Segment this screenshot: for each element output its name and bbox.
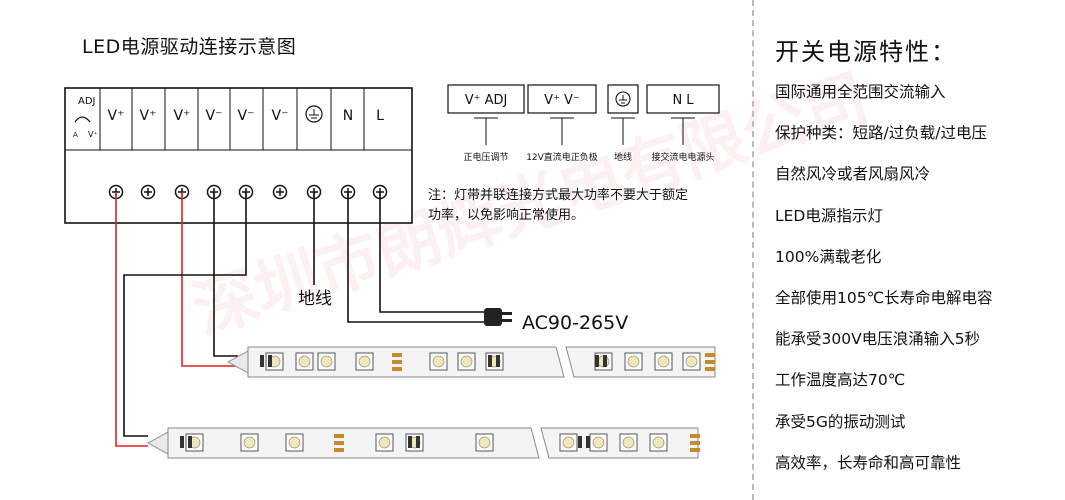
wire-neutral: [347, 192, 484, 323]
legend-box-label: V⁺ ADJ: [465, 93, 508, 108]
terminal-screw-icon: [140, 184, 156, 200]
solder-pad: [690, 448, 700, 452]
ac-voltage-label: AC90-265V: [522, 312, 628, 334]
terminal-label: L: [376, 108, 384, 124]
wire-positive-strip2: [115, 192, 148, 447]
terminal-screw-icon: [272, 184, 288, 200]
led-chip-icon: [285, 433, 304, 452]
feature-item: 100%满载老化: [775, 247, 882, 266]
legend-item: V⁺ ADJ 正电压调节: [447, 84, 525, 163]
psu-block: [64, 87, 413, 224]
legend-caption: 12V直流电正负极: [526, 151, 598, 163]
feature-item: LED电源指示灯: [775, 206, 883, 225]
led-chip-icon: [355, 352, 374, 371]
legend-item: V⁺ V⁻ 12V直流电正负极: [526, 84, 598, 163]
terminal-label: V⁻: [206, 108, 223, 124]
solder-pad: [392, 353, 402, 357]
divider: [752, 0, 754, 500]
ground-label: 地线: [298, 289, 332, 309]
feature-item: 自然风冷或者风扇风冷: [775, 165, 931, 184]
solder-pad: [705, 353, 715, 357]
led-strip-2: [146, 427, 700, 459]
wire-negative-strip1: [213, 192, 238, 357]
wiring-diagram: ADJ A V⁺ V⁺ V⁺ V⁺ V⁻ V⁻ V⁻ N L V⁺ ADJ 正电压调节 V⁺ V⁻…: [64, 84, 720, 459]
led-chip-icon: [649, 433, 668, 452]
terminal-label: V⁻: [272, 108, 289, 124]
solder-pad: [690, 441, 700, 445]
led-chip-icon: [654, 352, 673, 371]
terminal-label: V⁻: [238, 108, 255, 124]
solder-pad: [334, 441, 344, 445]
solder-pad: [690, 434, 700, 438]
led-chip-icon: [295, 352, 314, 371]
adj-knob-icon: [74, 116, 91, 123]
diagram-title: LED电源驱动连接示意图: [82, 36, 297, 58]
solder-pad: [392, 367, 402, 371]
legend-box-label: N L: [672, 93, 694, 108]
adj-sub-left: A: [73, 131, 78, 139]
solder-pad: [334, 434, 344, 438]
terminal-legend: V⁺ ADJ 正电压调节 V⁺ V⁻ 12V直流电正负极 地线 N L 接交流电电源头: [447, 84, 720, 163]
legend-item: N L 接交流电电源头: [646, 84, 720, 163]
led-chip-icon: [375, 433, 394, 452]
adj-sub-right: V⁺: [88, 130, 98, 139]
feature-item: 能承受300V电压浪涌输入5秒: [775, 330, 981, 349]
led-chip-icon: [589, 433, 608, 452]
feature-item: 承受5G的振动测试: [775, 412, 906, 431]
legend-caption: 正电压调节: [463, 151, 508, 163]
legend-box-label: V⁺ V⁻: [544, 93, 580, 108]
led-chip-icon: [682, 352, 701, 371]
solder-pad: [705, 360, 715, 364]
led-chip-icon: [559, 433, 578, 452]
terminal-label: N: [343, 108, 353, 124]
led-chip-icon: [317, 352, 336, 371]
feature-item: 工作温度高达70℃: [775, 371, 906, 390]
led-chip-icon: [624, 352, 643, 371]
wire-live: [379, 192, 484, 313]
feature-item: 保护种类：短路/过负载/过电压: [775, 124, 987, 143]
wiring-note: 注：灯带并联连接方式最大功率不要大于额定功率，以免影响正常使用。: [428, 188, 689, 223]
solder-pad: [705, 367, 715, 371]
wire-negative-strip2: [123, 192, 247, 437]
legend-item: 地线: [607, 84, 639, 163]
led-chip-icon: [619, 433, 638, 452]
feature-item: 高效率，长寿命和高可靠性: [775, 453, 962, 472]
legend-caption: 接交流电电源头: [651, 151, 714, 163]
led-chip-icon: [475, 433, 494, 452]
terminal-label: V⁺: [174, 108, 191, 124]
feature-list: 国际通用全范围交流输入 保护种类：短路/过负载/过电压 自然风冷或者风扇风冷 L…: [775, 79, 993, 491]
terminal-label: V⁺: [140, 108, 157, 124]
feature-item: 全部使用105℃长寿命电解电容: [775, 288, 993, 307]
legend-caption: 地线: [614, 151, 632, 163]
features-title: 开关电源特性：: [775, 38, 957, 66]
ac-plug-icon: [484, 308, 512, 326]
led-strip-1: [226, 346, 716, 378]
solder-pad: [334, 448, 344, 452]
led-chip-icon: [429, 352, 448, 371]
ground-symbol-icon: [305, 105, 323, 123]
solder-pad: [392, 360, 402, 364]
adj-label: ADJ: [78, 96, 96, 107]
psu-terminal-columns: [99, 88, 365, 150]
feature-item: 国际通用全范围交流输入: [775, 83, 946, 101]
terminal-label: V⁺: [108, 108, 125, 124]
led-chip-icon: [240, 433, 259, 452]
wire-positive-strip1: [181, 192, 238, 367]
led-chip-icon: [457, 352, 476, 371]
